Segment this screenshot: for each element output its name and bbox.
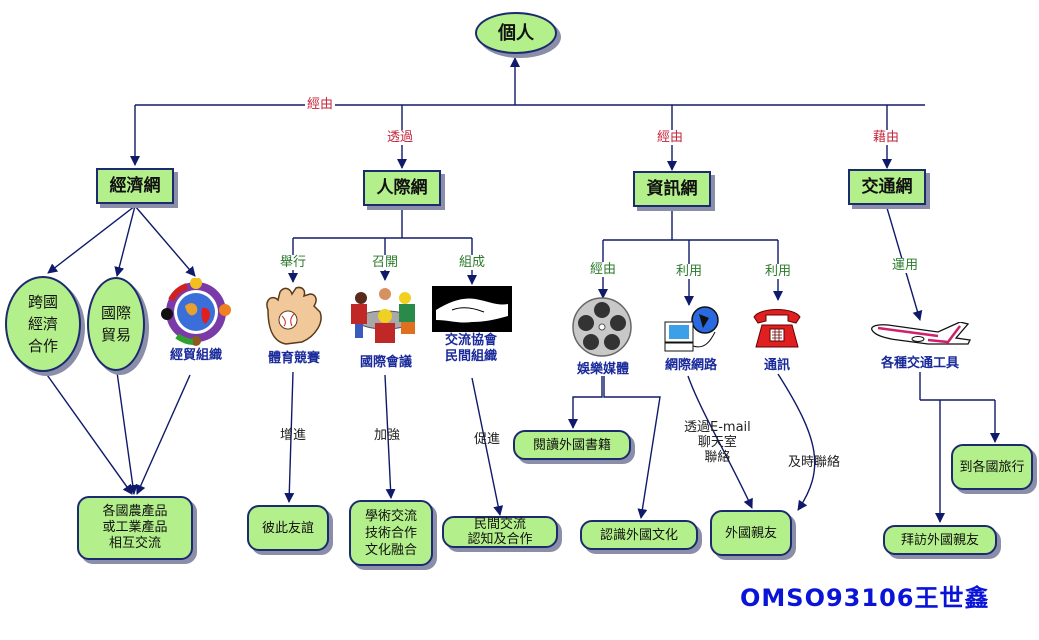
transport-result-travel[interactable]: 到各國旅行 [951, 444, 1033, 490]
edge-label-email-chat: 透過E-mail 聊天室 聯絡 [684, 420, 751, 465]
edge-label-interpersonal: 透過 [385, 130, 416, 145]
interpersonal-result-friendship[interactable]: 彼此友誼 [247, 505, 329, 551]
econ-child-international-trade[interactable]: 國際 貿易 [87, 277, 145, 371]
edge-label-use-internet: 利用 [674, 264, 705, 279]
globe-people-icon [161, 278, 231, 346]
info-child-internet-label: 網際網路 [664, 358, 717, 373]
edge-label-information: 經由 [655, 130, 686, 145]
edge-label-via: 經由 [588, 262, 619, 277]
economic-network-node[interactable]: 經濟網 [96, 168, 174, 204]
interpersonal-child-conference-label: 國際會議 [359, 355, 412, 370]
info-child-telecom-label: 通訊 [763, 358, 790, 373]
interpersonal-child-association-label: 交流協會 民間組織 [444, 333, 497, 364]
transport-network-node[interactable]: 交通網 [848, 169, 926, 205]
author-signature: OMSO93106王世鑫 [740, 584, 990, 612]
meeting-icon [351, 288, 415, 343]
info-result-read-foreign-books[interactable]: 閱讀外國書籍 [513, 430, 631, 460]
interpersonal-result-academic-exchange[interactable]: 學術交流 技術合作 文化融合 [349, 500, 433, 566]
econ-result-products-exchange[interactable]: 各國農產品 或工業產品 相互交流 [77, 496, 193, 560]
edge-label-instant-contact: 及時聯絡 [788, 455, 841, 470]
baseball-glove-icon [266, 286, 322, 345]
edge-label-hold: 舉行 [278, 255, 309, 270]
transport-child-vehicles-label: 各種交通工具 [880, 356, 959, 371]
computer-globe-icon [664, 306, 719, 352]
transport-result-visit-friends[interactable]: 拜訪外國親友 [883, 525, 997, 555]
edge-label-form: 組成 [457, 255, 488, 270]
interpersonal-child-sports-label: 體育競賽 [267, 351, 320, 366]
interpersonal-network-node[interactable]: 人際網 [363, 170, 441, 206]
econ-child-transnational-cooperation[interactable]: 跨國 經濟 合作 [5, 276, 81, 372]
interpersonal-result-civil-exchange[interactable]: 民間交流 認知及合作 [442, 516, 558, 548]
info-result-know-foreign-culture[interactable]: 認識外國文化 [580, 520, 698, 550]
info-child-entertainment-media-label: 娛樂媒體 [576, 362, 629, 377]
airplane-icon [871, 322, 971, 345]
handshake-icon [432, 286, 512, 332]
edge-label-economic: 經由 [305, 97, 336, 112]
edge-label-enhance: 增進 [280, 428, 307, 443]
info-result-foreign-friends[interactable]: 外國親友 [710, 510, 792, 556]
edge-label-use-phone: 利用 [763, 264, 794, 279]
telephone-icon [753, 309, 801, 348]
edge-label-transport: 藉由 [871, 130, 902, 145]
edge-label-employ: 運用 [890, 258, 921, 273]
edge-label-convene: 召開 [370, 255, 401, 270]
root-node-individual[interactable]: 個人 [475, 12, 557, 54]
film-reel-icon [572, 297, 632, 357]
information-network-node[interactable]: 資訊網 [633, 171, 711, 207]
edge-label-strengthen: 加強 [374, 428, 401, 443]
edge-label-promote: 促進 [474, 432, 501, 447]
econ-child-trade-organization-label: 經貿組織 [169, 348, 222, 363]
